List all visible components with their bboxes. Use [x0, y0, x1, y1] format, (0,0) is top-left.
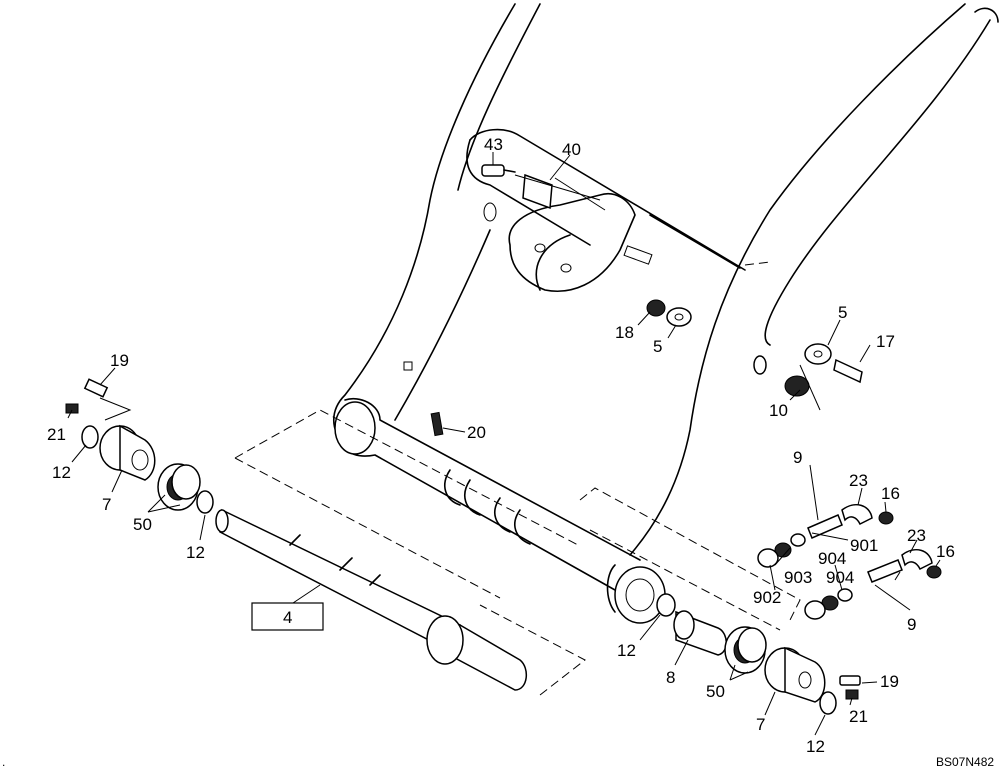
callout-50-left: 50	[133, 515, 152, 534]
assembly-callout-4: 4	[251, 602, 324, 631]
callout-12-right-b: 12	[806, 737, 825, 756]
callout-10: 10	[769, 401, 788, 420]
leader-lines	[67, 152, 941, 736]
callout-19-right: 19	[880, 672, 899, 691]
callout-904-top: 904	[818, 549, 846, 568]
callout-21-right: 21	[849, 707, 868, 726]
callout-40: 40	[562, 140, 581, 159]
callout-19-left: 19	[110, 351, 129, 370]
callout-12-left-a: 12	[52, 463, 71, 482]
callout-7-right: 7	[756, 715, 765, 734]
callout-5-right: 5	[838, 303, 847, 322]
callout-23-bottom: 23	[907, 526, 926, 545]
callout-904-bottom: 904	[826, 568, 854, 587]
callout-5-center: 5	[653, 337, 662, 356]
callout-20: 20	[467, 423, 486, 442]
parts	[65, 164, 942, 715]
drawing-code: BS07N482	[936, 755, 994, 769]
callout-903: 903	[784, 568, 812, 587]
callout-7-left: 7	[102, 495, 111, 514]
assembly-outlines	[234, 261, 801, 696]
callout-50-right: 50	[706, 682, 725, 701]
callout-12-left-b: 12	[186, 543, 205, 562]
callout-labels: 43 40 18 5 5 17 10 19 21 12 7 50 12 20 9…	[47, 135, 955, 756]
callout-18: 18	[615, 323, 634, 342]
callout-8: 8	[666, 668, 675, 687]
callout-901: 901	[850, 536, 878, 555]
callout-902: 902	[753, 588, 781, 607]
callout-17: 17	[876, 332, 895, 351]
callout-4: 4	[283, 608, 292, 627]
callout-12-right-a: 12	[617, 641, 636, 660]
callout-43: 43	[484, 135, 503, 154]
callout-16-bottom: 16	[936, 542, 955, 561]
callout-9-top: 9	[793, 448, 802, 467]
loader-arm-frame	[332, 3, 999, 624]
corner-mark: .	[2, 755, 5, 769]
callout-21-left: 21	[47, 425, 66, 444]
callout-9-bottom: 9	[907, 615, 916, 634]
callout-16-top: 16	[881, 484, 900, 503]
callout-23-top: 23	[849, 471, 868, 490]
